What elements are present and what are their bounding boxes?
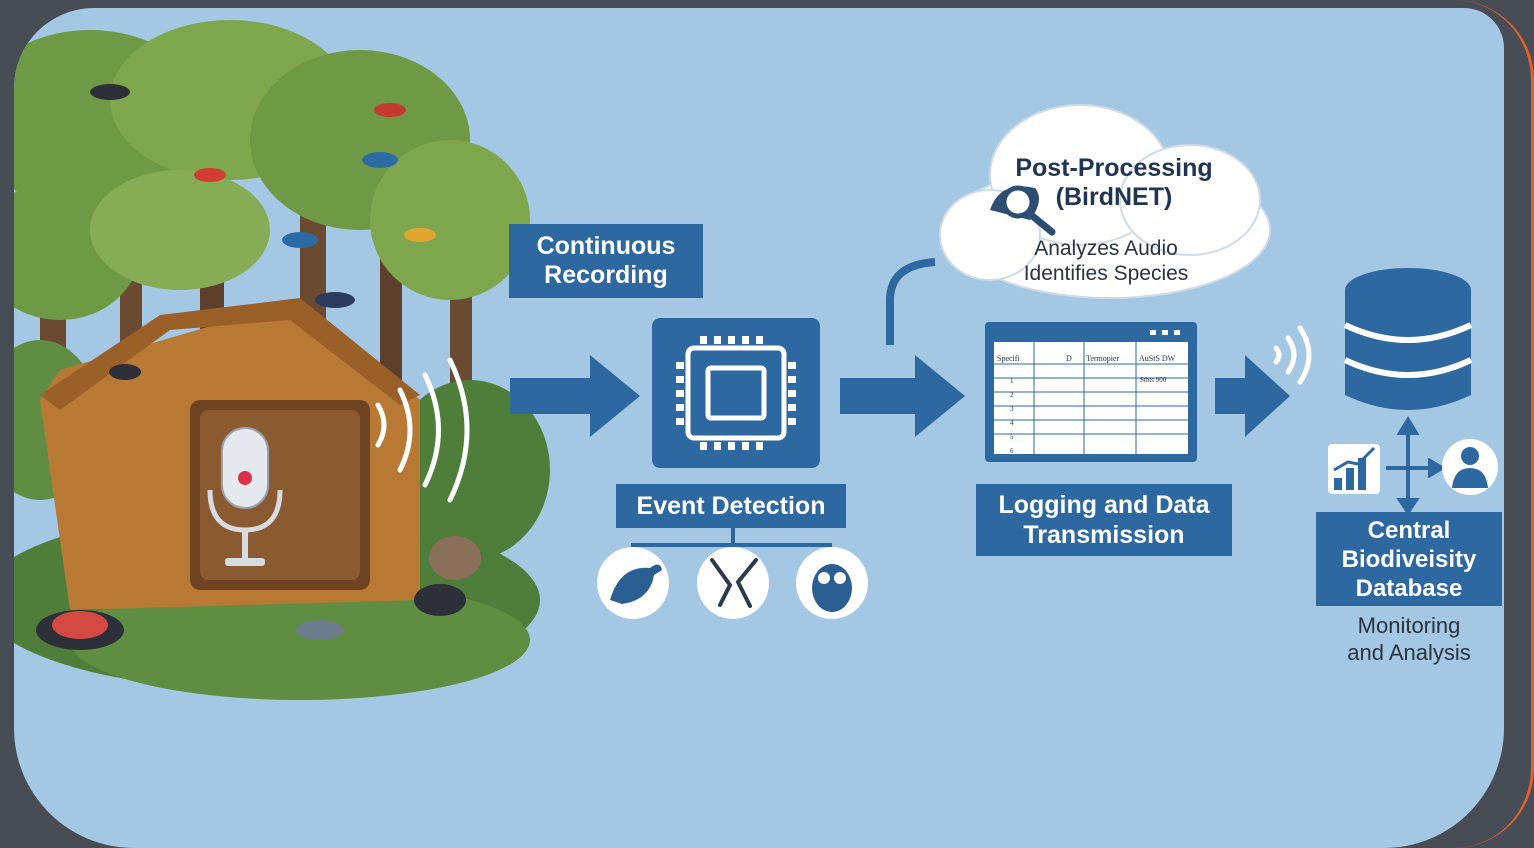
row-number: 3 (1010, 405, 1014, 413)
database-icon (1343, 268, 1473, 410)
monitoring-analysis-text: Monitoring and Analysis (1347, 613, 1471, 665)
table-header-audio: AuStS DW (1139, 354, 1176, 363)
continuous-recording-box: Continuous Recording (509, 224, 703, 298)
owl-icon (796, 547, 868, 619)
broken-branch-icon (697, 547, 769, 619)
bar-chart-icon (1328, 444, 1380, 494)
db-connectors (1386, 416, 1446, 516)
table-header-row: Specifi D Termopier AuStS DW (994, 350, 1188, 372)
birds-decoration (36, 84, 481, 650)
post-processing-description: Analyzes Audio Identifies Species (1023, 237, 1189, 285)
row-number: 6 (1010, 447, 1014, 455)
logging-box: Logging and Data Transmission (976, 484, 1232, 556)
researcher-icon (1442, 439, 1498, 495)
flow-arrows (510, 258, 1290, 437)
microphone-icon (207, 427, 283, 566)
table-header-id: D (1066, 354, 1072, 363)
diagram-graphics (14, 20, 1498, 700)
row-number: 2 (1010, 391, 1014, 399)
table-cell-value: Stbts 900 (1140, 376, 1167, 384)
table-row-numbers: 1 2 3 4 5 6 (1010, 374, 1014, 458)
bird-icon (597, 547, 669, 619)
data-table-screen (985, 322, 1197, 462)
central-database-box: Central Biodiveisity Database (1316, 512, 1502, 606)
diagram-panel: Continuous Recording Event Detection Pos… (14, 8, 1504, 848)
magnifier-icon (990, 185, 1056, 236)
event-detection-box: Event Detection (616, 484, 846, 528)
wifi-signal-icon (1273, 325, 1312, 385)
post-processing-title: Post-Processing (BirdNET) (1015, 154, 1213, 211)
table-header-timestamp: Termopier (1086, 354, 1120, 363)
table-header-species: Specifi (997, 354, 1020, 363)
accent-arc (1454, 0, 1534, 848)
microchip-icon (652, 318, 820, 468)
row-number: 1 (1010, 377, 1014, 385)
row-number: 5 (1010, 433, 1014, 441)
row-number: 4 (1010, 419, 1014, 427)
sound-waves (375, 357, 470, 503)
